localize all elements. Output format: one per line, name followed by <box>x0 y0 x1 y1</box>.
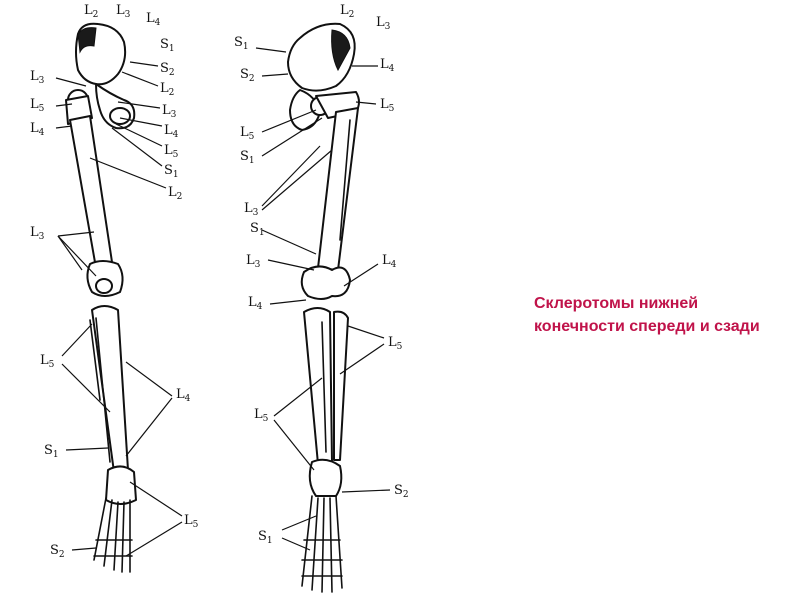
label-back-ischium-1: L5 <box>240 125 255 142</box>
label-front-pelvis-top-2: L3 <box>116 3 131 20</box>
label-back-shin-left: L5 <box>254 407 269 424</box>
label-back-heel: S2 <box>394 483 409 500</box>
front-skeleton <box>65 22 137 573</box>
back-leader-lines <box>255 47 391 551</box>
label-front-sacrum-2: S2 <box>160 61 175 78</box>
label-back-femur-2: S1 <box>250 221 265 238</box>
front-leader-lines <box>55 61 183 557</box>
label-front-tibia-right: L4 <box>176 387 191 404</box>
label-front-pubis-3: L4 <box>164 123 179 140</box>
label-front-pubis-5: S1 <box>164 163 179 180</box>
label-front-femur-distal: L3 <box>30 225 45 242</box>
label-front-pelvis-top-3: L4 <box>146 11 161 28</box>
label-front-hip-left-2: L5 <box>30 97 45 114</box>
back-labels: L2 L3 S1 S2 L4 L5 L5 S1 L3 S1 L3 L4 L4 L… <box>234 3 409 546</box>
label-back-femur-distal: L3 <box>246 253 261 270</box>
slide-caption: Склеротомы нижней конечности спереди и с… <box>534 295 760 335</box>
label-back-pelvis-top-2: L3 <box>376 15 391 32</box>
label-front-pubis-4: L5 <box>164 143 179 160</box>
label-front-pubis-1: L2 <box>160 81 174 98</box>
label-back-trochanter: L5 <box>380 97 395 114</box>
label-front-sacrum-1: S1 <box>160 37 175 54</box>
label-back-knee-right: L4 <box>382 253 397 270</box>
label-back-pelvis-top-1: L2 <box>340 3 354 20</box>
front-labels: L2 L3 L4 S1 S2 L3 L2 L5 L3 L4 L4 L5 S1 L… <box>30 3 199 560</box>
label-front-femur-shaft: L2 <box>168 185 182 202</box>
label-back-foot: S1 <box>258 529 273 546</box>
label-back-femur-1: L3 <box>244 201 259 218</box>
label-back-ilium: L4 <box>380 57 395 74</box>
label-back-ischium-2: S1 <box>240 149 255 166</box>
label-back-knee-left: L4 <box>248 295 263 312</box>
label-front-pubis-2: L3 <box>162 103 177 120</box>
label-back-sacrum-1: S1 <box>234 35 249 52</box>
label-front-tibia-left: L5 <box>40 353 55 370</box>
label-front-hip-left: L3 <box>30 69 45 86</box>
back-skeleton <box>287 22 360 593</box>
label-front-pelvis-top-1: L2 <box>84 3 98 20</box>
label-front-foot-l5: L5 <box>184 513 199 530</box>
label-front-hip-left-3: L4 <box>30 121 45 138</box>
label-back-sacrum-2: S2 <box>240 67 255 84</box>
label-front-shin-s1: S1 <box>44 443 59 460</box>
label-front-foot-s2: S2 <box>50 543 65 560</box>
label-back-shin-right: L5 <box>388 335 403 352</box>
